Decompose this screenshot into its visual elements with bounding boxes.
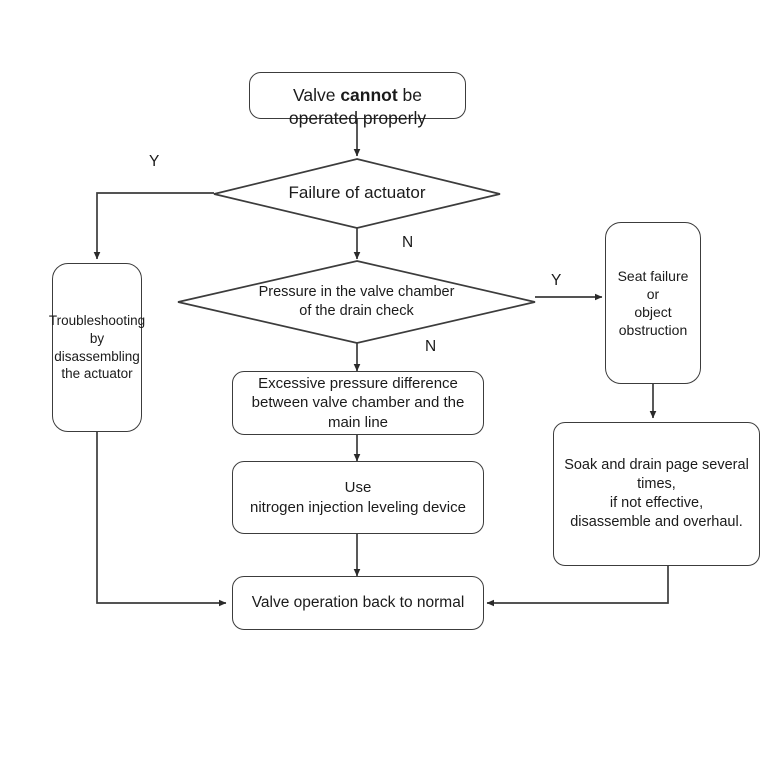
node-decision-pressure-label: Pressure in the valve chamber of the dra… [258, 284, 455, 319]
node-decision-failure-of-actuator[interactable]: Failure of actuator [214, 159, 500, 228]
node-seat-failure-label: Seat failure or object obstruction [617, 267, 689, 339]
node-seat-failure-or-object-obstruction[interactable]: Seat failure or object obstruction [605, 222, 701, 384]
edge-soak-to-end [486, 566, 669, 607]
node-start-valve-cannot-be-operated[interactable]: Valve cannot be operated properly [249, 72, 466, 128]
node-excessive-pressure-difference[interactable]: Excessive pressure difference between va… [232, 371, 484, 435]
edge-label-pressure-yes: Y [551, 272, 562, 289]
edge-label-pressure-no: N [425, 338, 437, 355]
edge-actuator-yes-to-troubleshooting [93, 192, 214, 260]
node-excessive-pressure-label: Excessive pressure difference between va… [251, 374, 465, 431]
node-end-label: Valve operation back to normal [251, 593, 465, 611]
edge-label-actuator-no: N [402, 234, 414, 251]
diamond-pressure-valve-chamber [177, 260, 536, 344]
node-valve-operation-back-to-normal[interactable]: Valve operation back to normal [232, 576, 484, 630]
node-soak-drain-label: Soak and drain page several times, if no… [564, 457, 749, 530]
node-decision-actuator-label: Failure of actuator [288, 183, 426, 203]
node-nitrogen-label: Use nitrogen injection leveling device [250, 479, 466, 516]
edge-label-actuator-yes: Y [149, 153, 160, 170]
node-start-text-bold: cannot [340, 85, 398, 106]
node-decision-pressure-valve-chamber[interactable]: Pressure in the valve chamber of the dra… [178, 261, 535, 343]
node-use-nitrogen-injection-leveling-device[interactable]: Use nitrogen injection leveling device [232, 461, 484, 534]
node-start-text-suffix: be operated properly [288, 85, 427, 128]
edge-troubleshooting-to-end [96, 432, 227, 607]
diamond-failure-of-actuator [213, 158, 501, 229]
node-start-label: Valve cannot be operated properly [289, 61, 426, 129]
node-soak-and-drain-page[interactable]: Soak and drain page several times, if no… [553, 422, 760, 566]
node-start-text-prefix: Valve [292, 85, 341, 106]
node-troubleshooting-by-disassembling[interactable]: Troubleshooting by disassembling the act… [48, 263, 146, 432]
node-troubleshooting-label: Troubleshooting by disassembling the act… [48, 313, 146, 382]
